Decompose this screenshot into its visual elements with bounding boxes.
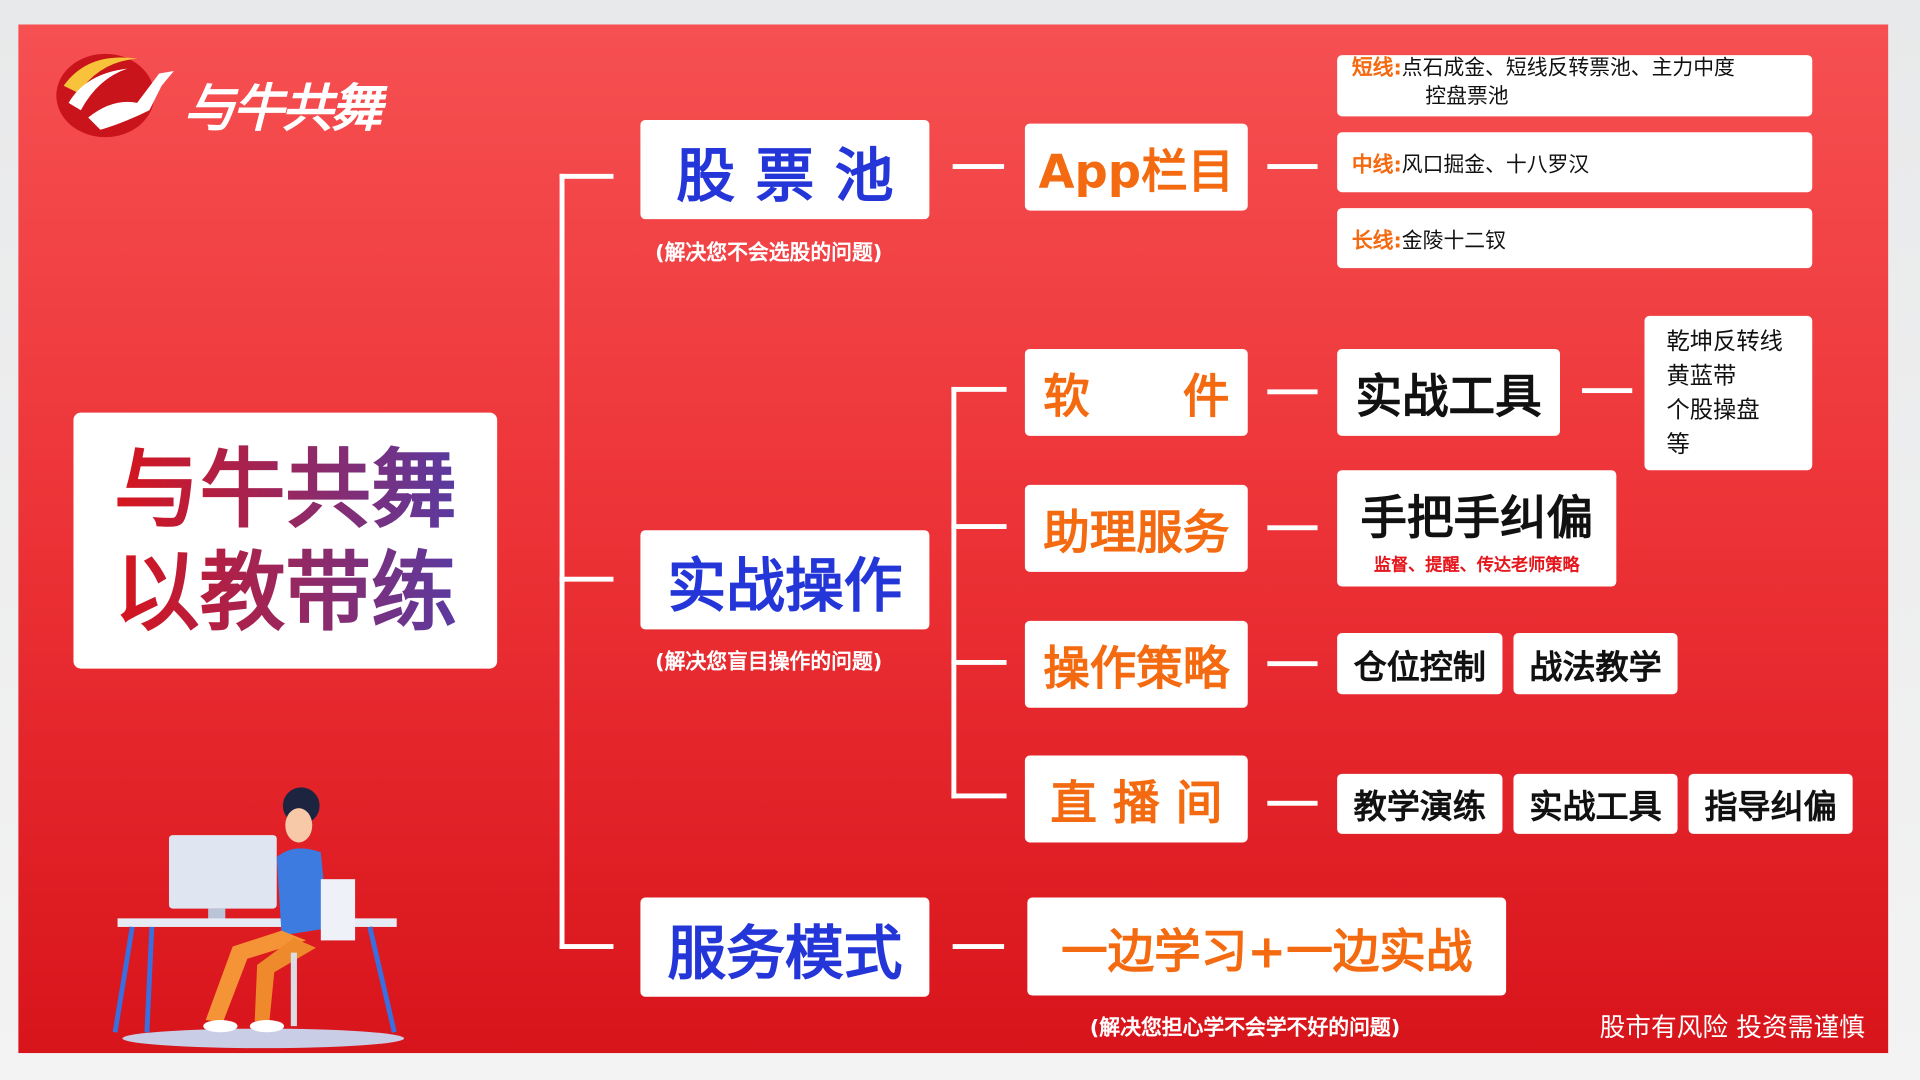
mid-term-label: 中线: (1351, 153, 1402, 178)
indicator-item: 个股操盘 (1666, 396, 1760, 424)
position-control-tag: 仓位控制 (1337, 633, 1503, 695)
short-term-value-2: 控盘票池 (1425, 84, 1509, 109)
mid-term-item: 中线:风口掘金、十八罗汉 (1337, 132, 1813, 193)
practical-ops-node: 实战操作 (640, 530, 930, 630)
teaching-drill-tag: 教学演练 (1337, 773, 1503, 834)
learn-and-practice-node: 一边学习+一边实战 (1027, 897, 1507, 996)
indicator-list: 乾坤反转线 黄蓝带 个股操盘 等 (1644, 315, 1813, 471)
tree-connector (951, 386, 957, 799)
indicator-item: 黄蓝带 (1666, 362, 1737, 390)
connector-dash (1582, 388, 1633, 394)
connector-dash (1267, 525, 1318, 531)
long-term-value: 金陵十二钗 (1401, 228, 1506, 254)
short-term-label: 短线: (1351, 56, 1402, 81)
long-term-item: 长线:金陵十二钗 (1337, 208, 1813, 269)
person-at-computer-illustration (110, 781, 416, 1055)
connector-dash (1267, 661, 1318, 667)
indicator-item: 乾坤反转线 (1666, 328, 1783, 356)
tree-connector (559, 944, 614, 949)
short-term-value: 点石成金、短线反转票池、主力中度 (1401, 56, 1735, 81)
logo-text: 与牛共舞 (183, 78, 382, 139)
stock-pool-node: 股 票 池 (640, 120, 930, 220)
practical-tool-node: 实战工具 (1337, 348, 1561, 436)
strategy-node: 操作策略 (1024, 620, 1248, 708)
indicator-item: 等 (1666, 431, 1690, 458)
slogan-line-1: 与牛共舞 (113, 438, 457, 540)
tree-connector (559, 576, 614, 582)
practical-ops-note: (解决您盲目操作的问题) (655, 650, 883, 675)
service-note: (解决您担心学不会学不好的问题) (1089, 1016, 1401, 1041)
connector-dash (952, 164, 1005, 169)
hand-correction-node: 手把手纠偏 监督、提醒、传达老师策略 (1337, 470, 1617, 587)
stock-pool-note: (解决您不会选股的问题) (655, 241, 883, 266)
connector-dash (1267, 800, 1318, 806)
live-room-node: 直 播 间 (1024, 755, 1248, 843)
short-term-item: 短线:点石成金、短线反转票池、主力中度 控盘票池 (1337, 55, 1813, 117)
connector-dash (952, 944, 1005, 949)
tree-connector (559, 173, 565, 949)
app-section-node: App栏目 (1024, 123, 1248, 211)
tree-connector (951, 660, 1007, 665)
tree-connector (559, 173, 614, 179)
bull-logo-icon (51, 49, 174, 145)
tree-connector (951, 386, 1007, 392)
tree-connector (951, 524, 1007, 529)
long-term-label: 长线: (1351, 228, 1402, 254)
service-mode-node: 服务模式 (640, 897, 930, 997)
connector-dash (1267, 389, 1318, 395)
slogan-card: 与牛共舞 以教带练 (73, 412, 498, 669)
risk-disclaimer: 股市有风险 投资需谨慎 (1599, 1012, 1865, 1043)
tree-connector (951, 793, 1007, 799)
hand-correction-note: 监督、提醒、传达老师策略 (1373, 555, 1580, 576)
connector-dash (1267, 164, 1318, 169)
guidance-correction-tag: 指导纠偏 (1688, 773, 1853, 834)
tactics-teaching-tag: 战法教学 (1513, 633, 1678, 695)
software-node: 软 件 (1024, 348, 1248, 436)
slogan-line-2: 以教带练 (113, 541, 457, 643)
practical-tool-tag: 实战工具 (1513, 773, 1678, 834)
assistant-service-node: 助理服务 (1024, 484, 1248, 572)
mid-term-value: 风口掘金、十八罗汉 (1401, 153, 1590, 178)
hand-correction-title: 手把手纠偏 (1360, 491, 1594, 545)
